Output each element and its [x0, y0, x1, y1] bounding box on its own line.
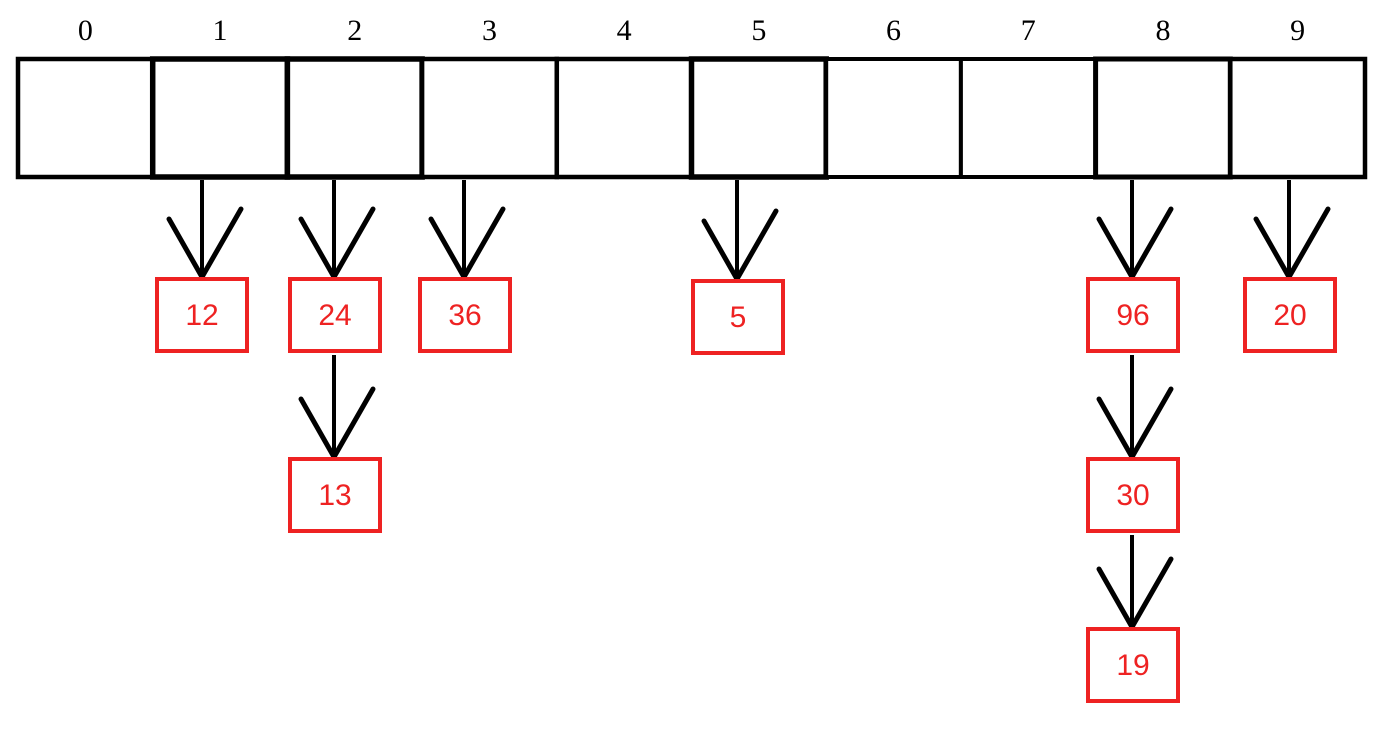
- arrow-a-slot2-24: [298, 180, 376, 280]
- arrow-a-slot1-12: [166, 180, 244, 280]
- chain-nodes: 12 24 13 36 5 96 30 19 20: [155, 277, 1337, 703]
- node-box: [288, 457, 382, 533]
- node-value-label: 5: [730, 301, 747, 334]
- chain-node-13[interactable]: 13: [288, 457, 382, 533]
- node-box: [288, 277, 382, 353]
- slot-index-7: 7: [1021, 14, 1036, 47]
- node-value-label: 96: [1116, 299, 1149, 332]
- slot-index-0: 0: [78, 14, 93, 47]
- node-box: [1086, 277, 1180, 353]
- node-box: [155, 277, 249, 353]
- hash-table-array: [15, 56, 1368, 180]
- node-value-label: 12: [185, 299, 218, 332]
- slot-index-4: 4: [617, 14, 632, 47]
- table-slot-8[interactable]: [1093, 56, 1233, 180]
- chain-node-36[interactable]: 36: [418, 277, 512, 353]
- table-slot-3[interactable]: [419, 56, 560, 180]
- table-slot-1[interactable]: [149, 56, 291, 180]
- chain-node-19[interactable]: 19: [1086, 627, 1180, 703]
- node-value-label: 13: [318, 479, 351, 512]
- arrow-barb-right: [199, 206, 244, 280]
- node-value-label: 20: [1273, 299, 1306, 332]
- chain-node-5[interactable]: 5: [691, 279, 785, 355]
- chain-arrows: [166, 180, 1331, 630]
- arrow-barb-left: [701, 218, 740, 282]
- table-slot-4[interactable]: [554, 56, 694, 180]
- arrow-a-24-13: [298, 355, 376, 460]
- node-value-label: 19: [1116, 649, 1149, 682]
- node-value-label: 36: [448, 299, 481, 332]
- slot-index-6: 6: [886, 14, 901, 47]
- table-slot-7[interactable]: [958, 57, 1098, 179]
- arrow-a-96-30: [1096, 355, 1174, 460]
- arrow-barb-left: [1096, 396, 1135, 460]
- node-value-label: 30: [1116, 479, 1149, 512]
- chain-node-12[interactable]: 12: [155, 277, 249, 353]
- arrow-barb-left: [1253, 216, 1292, 280]
- arrow-barb-left: [298, 396, 337, 460]
- slot-index-2: 2: [347, 14, 362, 47]
- table-slot-0[interactable]: [15, 56, 155, 180]
- node-box: [418, 277, 512, 353]
- slot-index-8: 8: [1155, 14, 1170, 47]
- arrow-barb-right: [734, 208, 779, 282]
- node-value-label: 24: [318, 299, 351, 332]
- table-slot-5[interactable]: [688, 56, 829, 180]
- arrow-barb-right: [1286, 206, 1331, 280]
- arrow-barb-left: [1096, 216, 1135, 280]
- chain-node-24[interactable]: 24: [288, 277, 382, 353]
- slot-index-1: 1: [213, 14, 228, 47]
- arrow-barb-left: [166, 216, 205, 280]
- chain-node-20[interactable]: 20: [1243, 277, 1337, 353]
- arrow-barb-right: [1129, 386, 1174, 460]
- slot-index-labels: 0 1 2 3 4 5 6 7 8 9: [78, 14, 1305, 47]
- node-box: [1243, 277, 1337, 353]
- arrow-a-slot5-5: [701, 180, 779, 282]
- slot-index-9: 9: [1290, 14, 1305, 47]
- arrow-a-slot8-96: [1096, 180, 1174, 280]
- table-slot-6[interactable]: [824, 57, 963, 179]
- node-box: [1086, 627, 1180, 703]
- arrow-barb-left: [428, 216, 467, 280]
- arrow-barb-right: [331, 206, 376, 280]
- arrow-barb-left: [298, 216, 337, 280]
- slot-index-5: 5: [751, 14, 766, 47]
- table-slot-9[interactable]: [1228, 56, 1368, 180]
- table-slot-2[interactable]: [284, 56, 425, 180]
- slot-index-3: 3: [482, 14, 497, 47]
- node-box: [1086, 457, 1180, 533]
- arrow-a-slot3-36: [428, 180, 506, 280]
- arrow-barb-right: [461, 206, 506, 280]
- arrow-barb-right: [1129, 556, 1174, 630]
- arrow-barb-right: [1129, 206, 1174, 280]
- node-box: [691, 279, 785, 355]
- arrow-barb-left: [1096, 566, 1135, 630]
- arrow-a-slot9-20: [1253, 180, 1331, 280]
- arrow-a-30-19: [1096, 535, 1174, 630]
- chain-node-96[interactable]: 96: [1086, 277, 1180, 353]
- chain-node-30[interactable]: 30: [1086, 457, 1180, 533]
- arrow-barb-right: [331, 386, 376, 460]
